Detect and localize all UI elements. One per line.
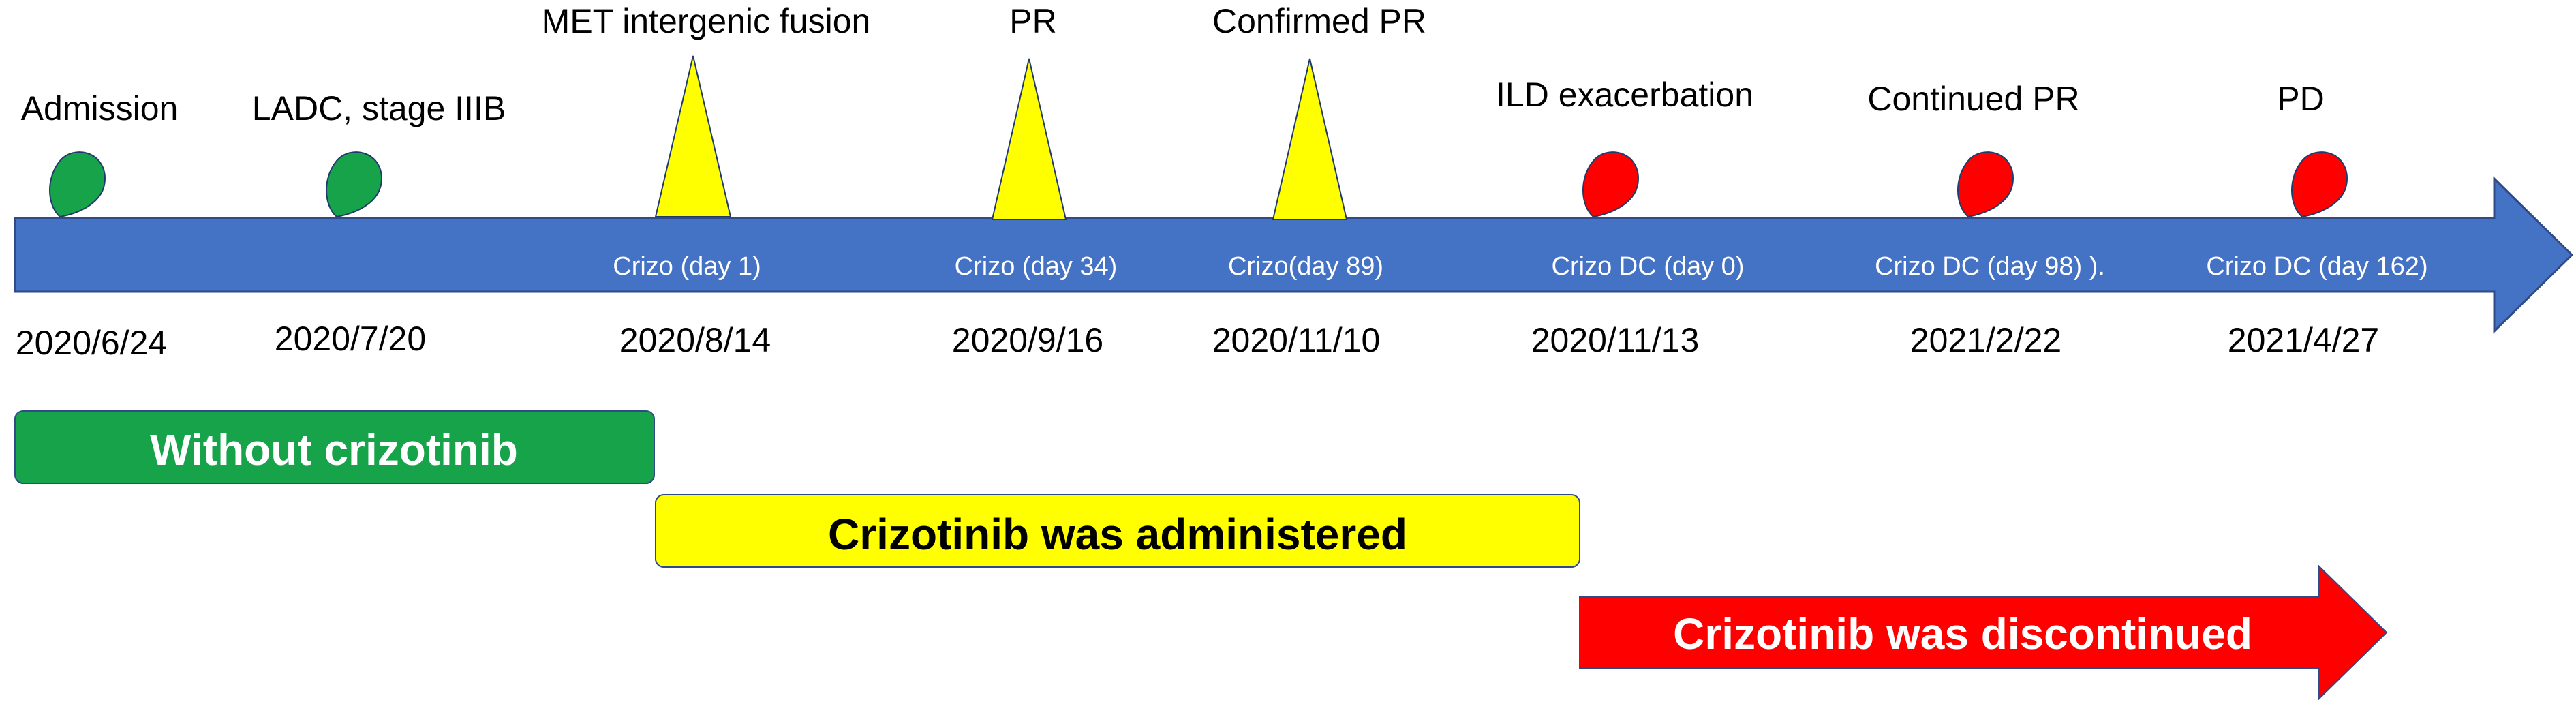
yellow-triangle-marker <box>991 58 1067 220</box>
phase-label-administered: Crizotinib was administered <box>828 510 1407 559</box>
event-date: 2020/11/13 <box>1531 321 1700 359</box>
event-date: 2021/4/27 <box>2227 321 2380 359</box>
red-drop-marker <box>2291 151 2348 218</box>
red-drop-marker <box>1582 151 1640 218</box>
red-drop-marker <box>1957 151 2014 218</box>
event-label-pd: PD <box>2277 80 2325 118</box>
event-label-admission: Admission <box>20 89 179 127</box>
green-drop-marker <box>326 151 383 218</box>
event-date: 2020/11/10 <box>1212 321 1381 359</box>
axis-note: Crizo(day 89) <box>1227 252 1384 281</box>
event-label-met-fusion: MET intergenic fusion <box>541 2 871 40</box>
phase-without-crizotinib <box>14 410 655 484</box>
event-label-pr: PR <box>1009 2 1057 40</box>
event-label-confirmed-pr: Confirmed PR <box>1212 2 1426 40</box>
event-date: 2021/2/22 <box>1910 321 2062 359</box>
axis-note: Crizo DC (day 162) <box>2206 252 2428 281</box>
event-label-continued-pr: Continued PR <box>1867 80 2080 118</box>
axis-note: Crizo (day 1) <box>613 252 761 281</box>
axis-note: Crizo DC (day 0) <box>1551 252 1745 281</box>
event-date: 2020/7/20 <box>274 320 427 358</box>
event-date: 2020/9/16 <box>951 321 1104 359</box>
axis-note: Crizo (day 34) <box>954 252 1118 281</box>
event-date: 2020/6/24 <box>15 324 168 362</box>
event-label-ild-exacerbation: ILD exacerbation <box>1495 76 1754 114</box>
phase-crizotinib-administered <box>655 494 1580 568</box>
event-label-ladc-stage: LADC, stage IIIB <box>251 89 506 127</box>
phase-label-without: Without crizotinib <box>150 425 518 474</box>
axis-note: Crizo DC (day 98) ). <box>1875 252 2105 281</box>
event-date: 2020/8/14 <box>619 321 771 359</box>
phase-label-discontinued: Crizotinib was discontinued <box>1673 609 2252 658</box>
green-drop-marker <box>49 151 106 218</box>
yellow-triangle-marker <box>654 55 732 217</box>
phase-crizotinib-discontinued <box>1579 564 2388 701</box>
timeline-axis-arrow <box>14 176 2574 334</box>
yellow-triangle-marker <box>1272 58 1348 220</box>
